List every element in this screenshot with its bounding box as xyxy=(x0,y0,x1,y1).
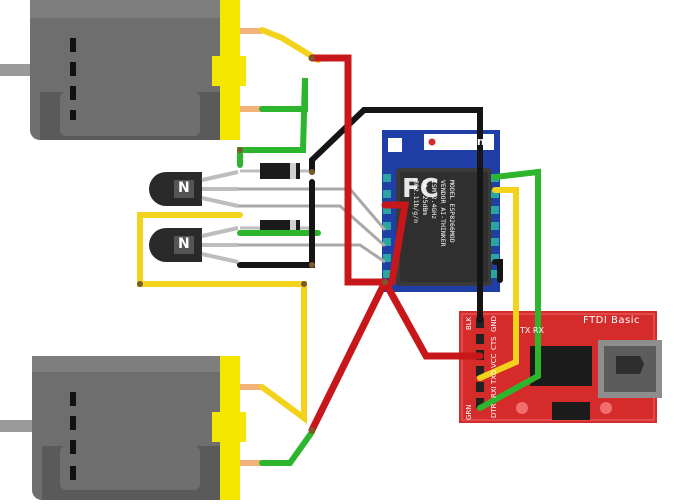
esp-left-pins xyxy=(383,174,391,278)
ftdi-board xyxy=(459,311,662,423)
ftdi-pin-txo: TXO xyxy=(490,369,498,384)
ftdi-pin-gnd: GND xyxy=(490,315,498,332)
esp-chip-line-3: ISM 2.4GHz xyxy=(430,180,438,220)
esp-chip-line-2: VENDOR AI-THINKER xyxy=(439,180,447,247)
esp-fc-logo: FC xyxy=(402,174,439,204)
red-wires xyxy=(308,54,484,434)
transistor-1 xyxy=(149,170,239,208)
ftdi-pin-rxi: RXI xyxy=(490,386,498,398)
ftdi-pin-cts: CTS xyxy=(490,336,498,350)
yellow-wires xyxy=(137,27,519,424)
ftdi-pin-blk: BLK xyxy=(465,316,473,330)
transistor-1-label: N xyxy=(178,180,190,196)
ftdi-txrx-label: TX RX xyxy=(520,326,544,335)
wire-end-caps xyxy=(137,55,388,433)
esp-chip-line-4: PA +25dBm xyxy=(421,180,429,216)
esp-corner-pad xyxy=(388,138,402,152)
ftdi-pin-grn: GRN xyxy=(465,404,473,420)
transistor-2 xyxy=(149,226,239,264)
ftdi-pin-vcc: VCC xyxy=(490,353,498,368)
motor-bottom-terminal-2 xyxy=(240,460,262,466)
motor-top-terminal-1 xyxy=(240,28,262,34)
motor-bottom-terminal-1 xyxy=(240,384,262,390)
esp-chip-line-5: 802.11b/g/n xyxy=(412,180,420,224)
motor-top-terminal-2 xyxy=(240,106,262,112)
ftdi-pin-dtr: DTR xyxy=(490,403,498,418)
esp-chip-line-1: MODEL ESP8266MOD xyxy=(448,180,456,243)
ftdi-regulator xyxy=(552,402,590,420)
ftdi-title: FTDI Basic xyxy=(583,315,640,326)
motor-top xyxy=(0,0,262,140)
diode-1 xyxy=(240,163,312,179)
transistor-2-label: N xyxy=(178,236,190,252)
esp-brand-label: rainsun xyxy=(438,135,485,148)
motor-bottom xyxy=(0,356,262,500)
